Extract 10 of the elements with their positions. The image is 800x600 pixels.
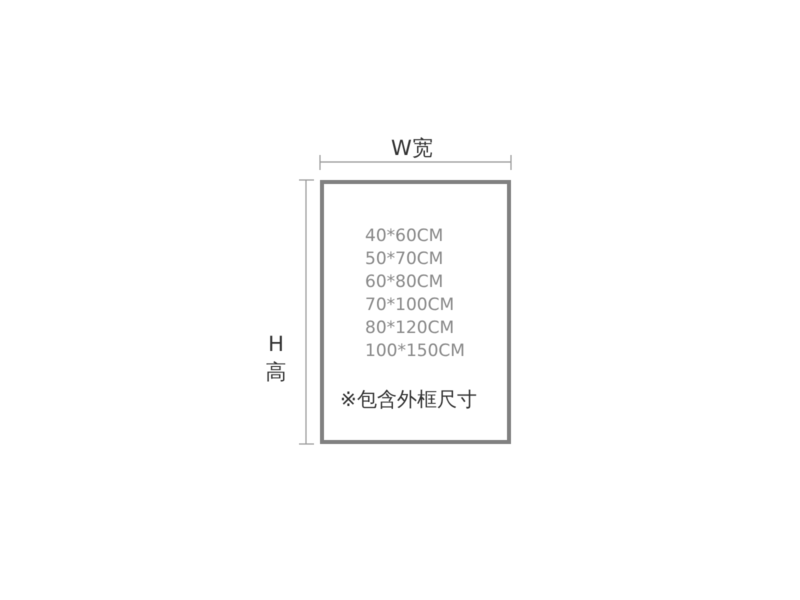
dimension-label: W宽 <box>391 135 433 162</box>
size-text: 40*60CM <box>365 226 444 246</box>
size-text: 100*150CM <box>365 341 465 361</box>
dimension-label: H 高 <box>264 331 288 386</box>
size-text: 80*120CM <box>365 318 454 338</box>
size-text: 60*80CM <box>365 272 444 292</box>
note-text: ※包含外框尺寸 <box>340 386 477 413</box>
frame-outline <box>320 180 511 444</box>
size-text: 50*70CM <box>365 249 444 269</box>
size-text: 70*100CM <box>365 295 454 315</box>
